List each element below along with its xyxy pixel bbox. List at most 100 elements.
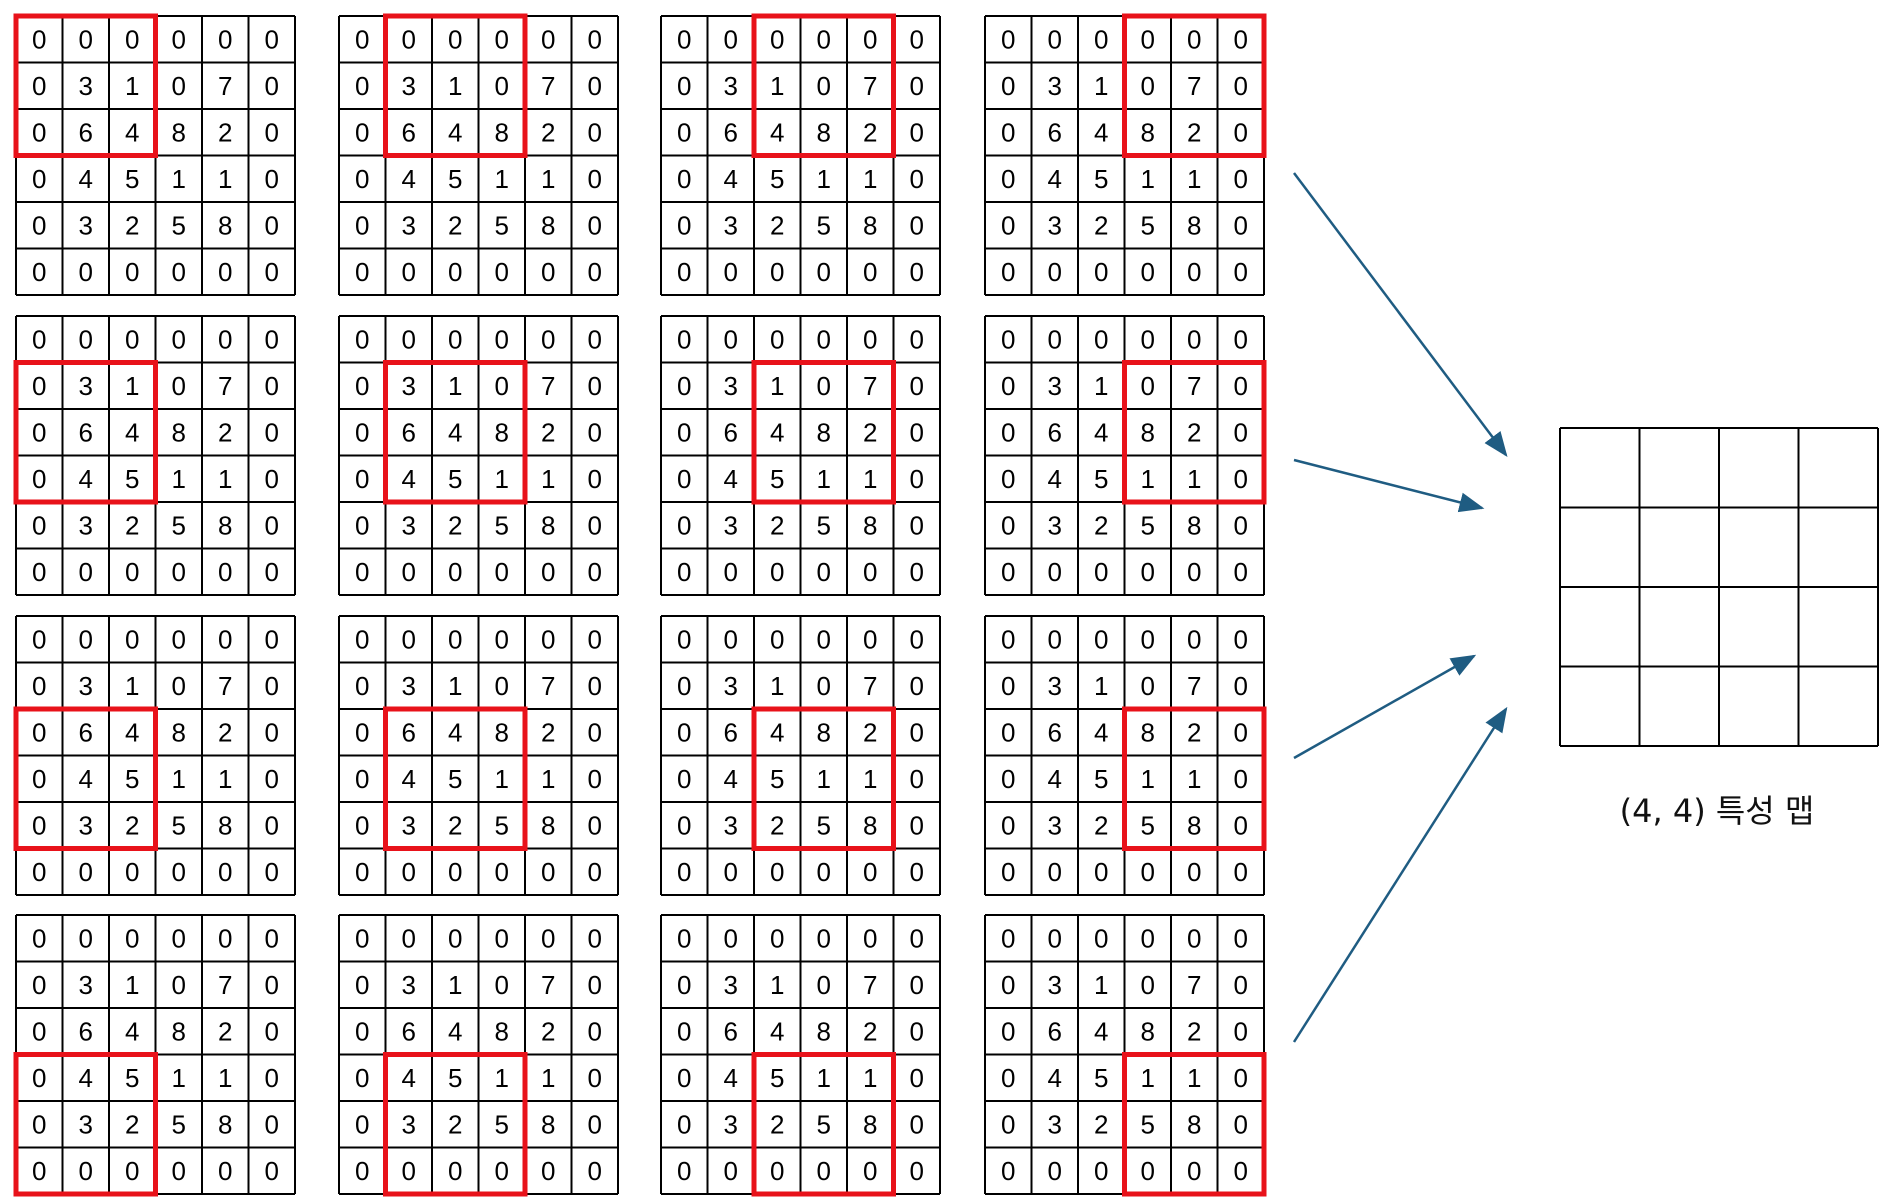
grid-cell-value: 8 [1141, 117, 1155, 147]
grid-cell-value: 3 [724, 810, 738, 840]
grid-cell-value: 7 [863, 970, 877, 1000]
grid-cell-value: 1 [770, 970, 784, 1000]
grid-cell-value: 5 [1141, 210, 1155, 240]
grid-cell-value: 0 [1001, 1016, 1015, 1046]
grid-cell-value: 0 [724, 857, 738, 887]
grid-cell-value: 1 [1141, 164, 1155, 194]
grid-cell-value: 0 [79, 24, 93, 54]
grid-cell-value: 2 [863, 717, 877, 747]
grid-cell-value: 0 [265, 1156, 279, 1186]
grid-cell-value: 7 [541, 371, 555, 401]
kernel-window-highlight [751, 1052, 896, 1197]
grid-cell-value: 3 [402, 210, 416, 240]
grid-cell-value: 6 [79, 117, 93, 147]
grid-cell-value: 0 [355, 717, 369, 747]
grid-cell-value: 8 [172, 717, 186, 747]
grid-cell-value: 0 [1048, 24, 1062, 54]
grid-cell-value: 0 [355, 1063, 369, 1093]
grid-cell-value: 0 [1234, 1016, 1248, 1046]
grid-cell-value: 0 [1234, 970, 1248, 1000]
grid-cell-value: 0 [1234, 857, 1248, 887]
grid-cell-value: 5 [125, 464, 139, 494]
grid-cell-value: 4 [79, 164, 93, 194]
grid-cell-value: 0 [910, 1109, 924, 1139]
grid-cell-value: 0 [677, 324, 691, 354]
grid-cell-value: 0 [355, 1156, 369, 1186]
arrow [1293, 654, 1477, 760]
grid-cell-value: 0 [218, 857, 232, 887]
grid-cell-value: 0 [79, 324, 93, 354]
grid-cell-value: 0 [218, 624, 232, 654]
grid-cell-value: 0 [448, 1156, 462, 1186]
grid-cell-value: 0 [677, 257, 691, 287]
grid-cell-value: 0 [218, 257, 232, 287]
grid-cell-value: 1 [541, 164, 555, 194]
grid-cell-value: 0 [355, 164, 369, 194]
grid-cell-value: 8 [817, 1016, 831, 1046]
grid-cell-value: 0 [1001, 1156, 1015, 1186]
grid-cell-value: 2 [1094, 1109, 1108, 1139]
grid-cell-value: 0 [677, 624, 691, 654]
grid-cell-value: 0 [910, 1016, 924, 1046]
grid-cell-value: 0 [677, 417, 691, 447]
grid-cell-value: 3 [402, 71, 416, 101]
grid-cell-value: 5 [817, 510, 831, 540]
grid-cell-value: 5 [125, 764, 139, 794]
grid-cell-value: 0 [910, 557, 924, 587]
grid-cell-value: 0 [1187, 624, 1201, 654]
grid-cell-value: 7 [218, 671, 232, 701]
grid-cell-value: 4 [724, 1063, 738, 1093]
grid-cell-value: 8 [218, 1109, 232, 1139]
grid-cell-value: 0 [770, 557, 784, 587]
grid-cell-value: 5 [448, 164, 462, 194]
kernel-window-highlight [383, 360, 528, 505]
grid-cell-value: 0 [677, 857, 691, 887]
grid-cell-value: 0 [265, 810, 279, 840]
grid-cell-value: 1 [448, 71, 462, 101]
grid-cell-value: 8 [218, 510, 232, 540]
feature-map-caption: (4, 4) 특성 맵 [1620, 792, 1815, 830]
grid-cell-value: 3 [79, 970, 93, 1000]
grid-cell-value: 0 [1048, 324, 1062, 354]
grid-cell-value: 0 [265, 24, 279, 54]
grid-cell-value: 4 [448, 1016, 462, 1046]
grid-cell-value: 0 [863, 1156, 877, 1186]
grid-cell-value: 0 [770, 324, 784, 354]
grid-cell-value: 0 [32, 671, 46, 701]
grid-cell-value: 0 [817, 624, 831, 654]
grid-cell-value: 2 [125, 810, 139, 840]
grid-cell-value: 0 [677, 923, 691, 953]
grid-cell-value: 0 [1187, 923, 1201, 953]
grid-cell-value: 0 [677, 810, 691, 840]
grid-cell-value: 0 [355, 371, 369, 401]
grid-cell-value: 4 [402, 464, 416, 494]
grid-cell-value: 3 [1048, 210, 1062, 240]
grid-cell-value: 3 [79, 210, 93, 240]
grid-cell-value: 0 [32, 24, 46, 54]
grid-cell-value: 0 [817, 671, 831, 701]
grid-cell-value: 0 [172, 371, 186, 401]
kernel-window-highlight [1122, 360, 1267, 505]
grid-cell-value: 4 [448, 117, 462, 147]
grid-cell-value: 1 [448, 970, 462, 1000]
grid-cell-value: 4 [1094, 717, 1108, 747]
grid-cell-value: 1 [770, 671, 784, 701]
grid-cell-value: 1 [1187, 164, 1201, 194]
grid-cell-value: 2 [541, 1016, 555, 1046]
grid-cell-value: 0 [1094, 857, 1108, 887]
grid-cell-value: 4 [724, 764, 738, 794]
grid-cell-value: 3 [79, 1109, 93, 1139]
grid-cell-value: 1 [1141, 1063, 1155, 1093]
grid-cell-value: 8 [1141, 1016, 1155, 1046]
grid-cell-value: 3 [1048, 671, 1062, 701]
grid-cell-value: 7 [541, 970, 555, 1000]
grid-cell-value: 0 [355, 417, 369, 447]
grid-cell-value: 0 [588, 510, 602, 540]
grid-cell-value: 0 [265, 764, 279, 794]
grid-cell-value: 5 [1094, 1063, 1108, 1093]
kernel-window-highlight [751, 706, 896, 851]
grid-cell-value: 0 [355, 71, 369, 101]
grid-cell-value: 3 [402, 810, 416, 840]
grid-cell-value: 0 [1094, 1156, 1108, 1186]
